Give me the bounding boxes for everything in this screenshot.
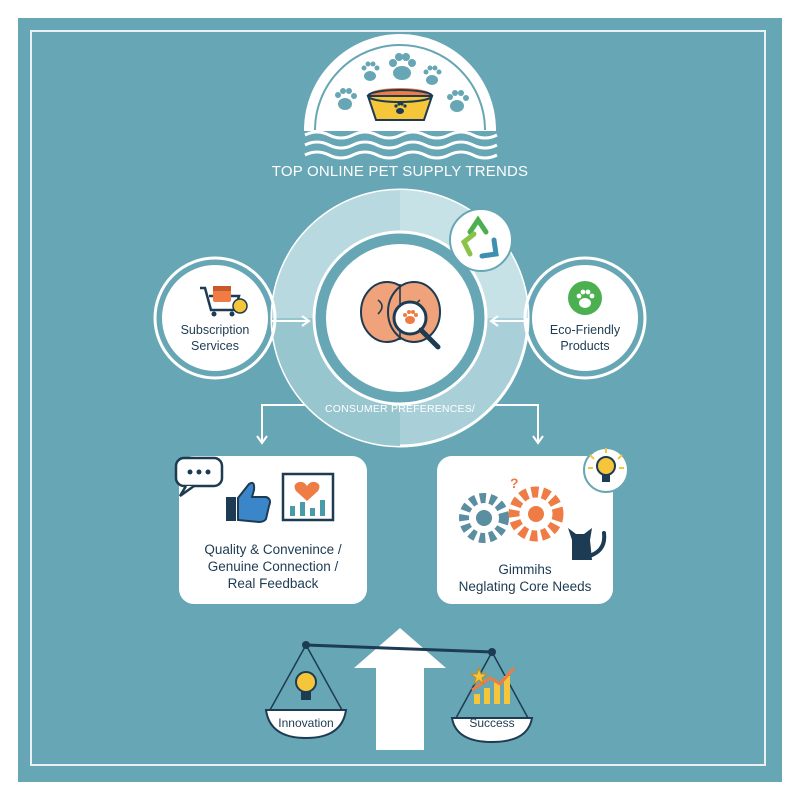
card-line: Neglating Core Needs	[458, 579, 592, 594]
label-line: Services	[191, 339, 239, 353]
card-line: Quality & Convenince /	[204, 542, 342, 557]
right-card-text: Gimmihs Neglating Core Needs	[438, 561, 612, 595]
card-line: Real Feedback	[227, 576, 319, 591]
brain-magnifier-icon	[360, 281, 441, 350]
label-line: Subscription	[180, 323, 250, 337]
pet-bowl-icon	[366, 88, 434, 121]
balance-scale	[264, 628, 534, 750]
innovation-label: Innovation	[278, 716, 334, 730]
card-line: Genuine Connection /	[207, 559, 339, 574]
paw-prints-icon	[335, 53, 469, 112]
recycle-icon	[449, 208, 513, 272]
lightbulb-icon	[295, 671, 317, 700]
thumbs-up-icon	[226, 481, 271, 524]
eco-friendly-label: Eco-Friendly Products	[535, 322, 635, 354]
inner-frame	[30, 30, 766, 766]
subscription-node	[153, 256, 277, 380]
hub-caption: CONSUMER PREFERENCES/	[324, 403, 476, 415]
left-card	[174, 454, 369, 606]
label-line: Eco-Friendly	[549, 323, 621, 337]
subscription-services-label: Subscription Services	[165, 322, 265, 354]
page-title: Top Online Pet Supply Trends	[271, 163, 529, 180]
right-card: ?	[435, 447, 629, 606]
success-label: Success	[469, 716, 515, 730]
cat-icon	[568, 528, 607, 560]
lightbulb-icon	[583, 447, 629, 493]
shopping-cart-calendar-icon	[200, 286, 248, 317]
heart-chart-icon	[281, 472, 335, 522]
paw-leaf-icon	[568, 281, 602, 315]
eco-friendly-node	[523, 256, 647, 380]
wave-lines	[304, 130, 498, 160]
header-dome	[303, 34, 498, 160]
left-card-text: Quality & Convenince / Genuine Connectio…	[180, 541, 366, 592]
growth-chart-icon	[469, 666, 516, 704]
consumer-preferences-hub	[270, 188, 530, 448]
question-mark-icon: ?	[510, 475, 519, 491]
gears-icon: ?	[459, 475, 564, 543]
card-line: Gimmihs	[498, 562, 552, 577]
label-line: Products	[560, 339, 610, 353]
chat-bubble-icon	[174, 456, 224, 498]
connector-arrows	[256, 315, 544, 445]
